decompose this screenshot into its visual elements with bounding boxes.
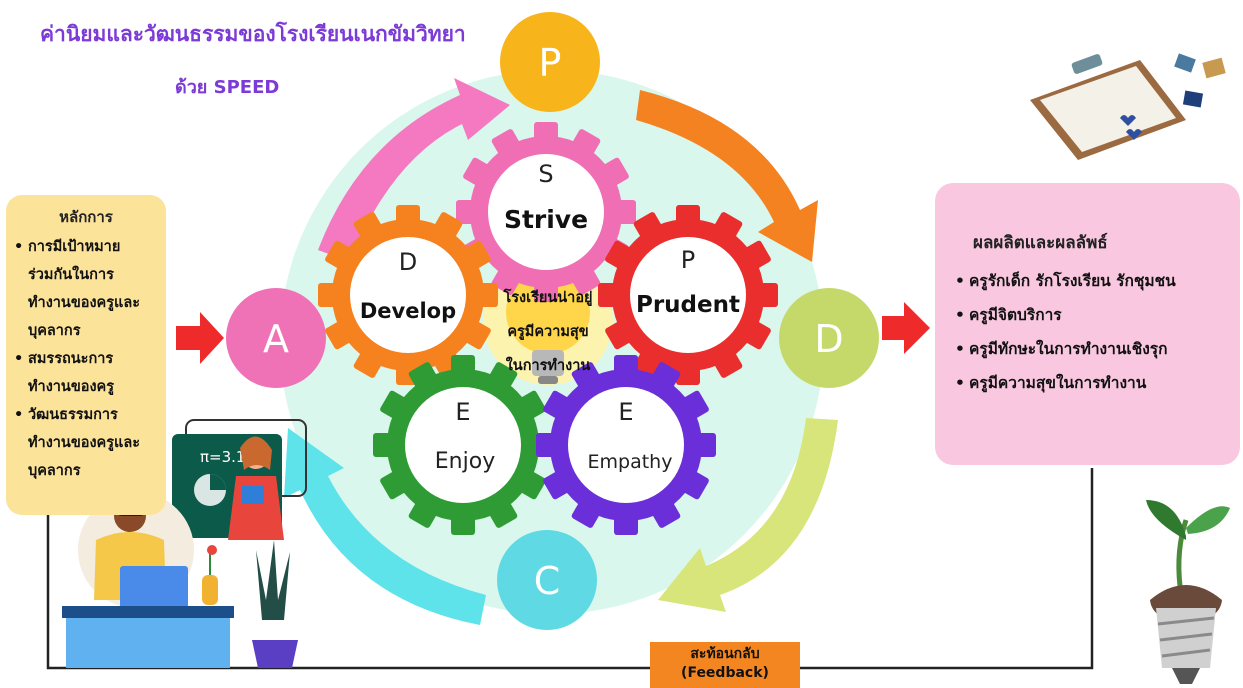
enjoy-letter: E [455, 398, 470, 426]
principle-line: ทำงานของครูและ [28, 435, 141, 451]
principles-list: การมีเป้าหมาย ร่วมกันในการ ทำงานของครูแล… [6, 233, 166, 485]
page-title: ค่านิยมและวัฒนธรรมของโรงเรียนเนกขัมวิทยา [40, 22, 466, 46]
outcome-item: ครูมีทักษะในการทำงานเชิงรุก [955, 332, 1240, 366]
cycle-arrow-check [658, 418, 838, 612]
sprout-bulb-illustration [1146, 500, 1230, 684]
principle-line: ทำงานของครูและ [28, 295, 141, 311]
node-a-circle [226, 288, 326, 388]
node-a-letter: A [263, 317, 289, 361]
arrow-out-of-cycle [882, 302, 930, 354]
principle-line: ทำงานของครู [28, 379, 115, 395]
clipboard-illustration [1030, 53, 1226, 160]
principle-line: การมีเป้าหมาย [28, 239, 121, 255]
feedback-line-2: (Feedback) [681, 665, 769, 681]
prudent-label: Prudent [636, 292, 740, 318]
node-p-circle [500, 12, 600, 112]
principles-heading: หลักการ [59, 208, 113, 226]
arrow-into-cycle [176, 312, 224, 364]
node-p-letter: P [539, 41, 562, 85]
feedback-label: สะท้อนกลับ (Feedback) [650, 642, 800, 688]
principle-line: บุคลากร [28, 463, 81, 479]
principle-item: สมรรถนะการ ทำงานของครู [14, 345, 166, 401]
center-line-1: โรงเรียนน่าอยู่ [502, 288, 592, 306]
node-d-circle [779, 288, 879, 388]
cycle-arrow-act [284, 428, 486, 625]
outcomes-heading: ผลผลิตและผลลัพธ์ [973, 233, 1108, 253]
strive-label: Strive [504, 205, 588, 234]
outcomes-box: ผลผลิตและผลลัพธ์ ครูรักเด็ก รักโรงเรียน … [935, 183, 1240, 465]
page-subtitle: ด้วย SPEED [175, 77, 280, 98]
node-c-circle [497, 530, 597, 630]
develop-letter: D [399, 248, 417, 276]
empathy-label: Empathy [588, 451, 673, 473]
enjoy-label: Enjoy [435, 449, 495, 474]
center-line-2: ครูมีความสุข [507, 323, 588, 340]
empathy-letter: E [618, 398, 633, 426]
feedback-line-1: สะท้อนกลับ [690, 646, 760, 662]
center-line-3: ในการทำงาน [506, 356, 591, 374]
outcomes-list: ครูรักเด็ก รักโรงเรียน รักชุมชน ครูมีจิต… [935, 264, 1240, 400]
prudent-letter: P [681, 246, 695, 274]
outcome-item: ครูมีความสุขในการทำงาน [955, 366, 1240, 400]
node-c-letter: C [534, 559, 561, 603]
develop-label: Develop [360, 299, 456, 323]
cycle-arrow-do [636, 90, 818, 262]
principle-line: บุคลากร [28, 323, 81, 339]
principle-line: สมรรถนะการ [28, 351, 114, 367]
strive-letter: S [538, 160, 553, 188]
node-d-letter: D [814, 317, 843, 361]
principle-item: การมีเป้าหมาย ร่วมกันในการ ทำงานของครูแล… [14, 233, 166, 345]
classroom-illustration: π=3.14 [62, 419, 307, 668]
principle-line: วัฒนธรรมการ [28, 407, 118, 423]
feedback-loop-line [46, 468, 1094, 670]
principles-box: หลักการ การมีเป้าหมาย ร่วมกันในการ ทำงาน… [6, 195, 166, 515]
principle-line: ร่วมกันในการ [28, 267, 114, 283]
principle-item: วัฒนธรรมการ ทำงานของครูและ บุคลากร [14, 401, 166, 485]
outcome-item: ครูรักเด็ก รักโรงเรียน รักชุมชน [955, 264, 1240, 298]
outcome-item: ครูมีจิตบริการ [955, 298, 1240, 332]
